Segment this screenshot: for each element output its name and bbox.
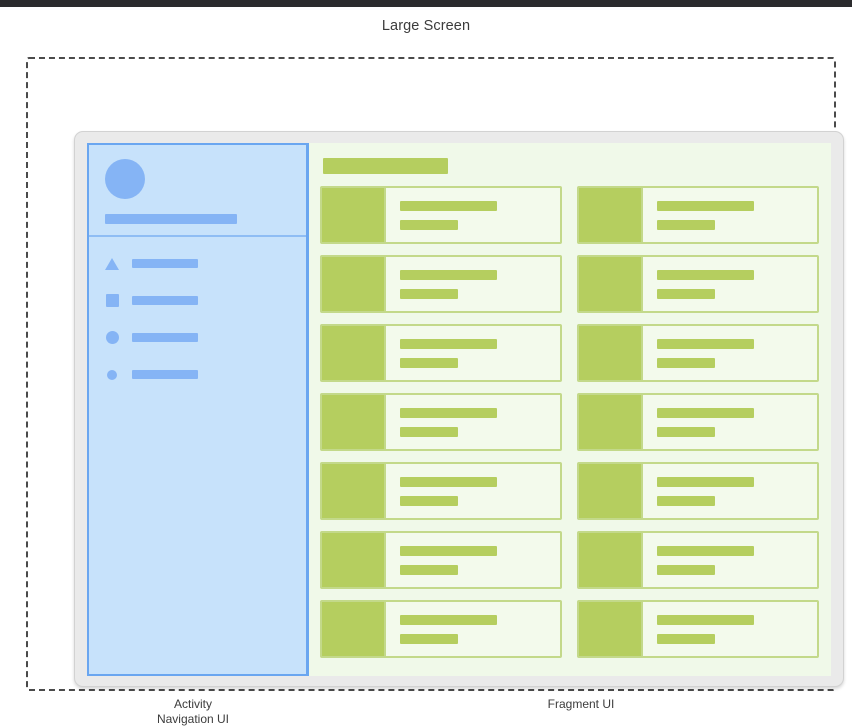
card-thumbnail	[579, 326, 641, 380]
card-subtitle-placeholder-bar	[400, 427, 458, 437]
card-title-placeholder-bar	[657, 201, 754, 211]
caption-activity-navigation-ui: Activity Navigation UI	[74, 697, 312, 727]
nav-item-label-bar	[132, 370, 198, 379]
card-subtitle-placeholder-bar	[657, 634, 715, 644]
sidebar-item-4[interactable]	[89, 363, 306, 386]
triangle-icon	[105, 257, 119, 271]
circle-icon	[105, 331, 119, 345]
card-title-placeholder-bar	[657, 270, 754, 280]
card-grid	[320, 186, 819, 658]
device-screen	[87, 143, 831, 676]
activity-navigation-panel	[87, 143, 309, 676]
caption-fragment-ui: Fragment UI	[547, 697, 615, 711]
sidebar-item-2[interactable]	[89, 289, 306, 312]
card-subtitle-placeholder-bar	[657, 565, 715, 575]
nav-header	[89, 145, 306, 237]
card-thumbnail	[322, 188, 384, 242]
card-body	[641, 464, 817, 518]
card-subtitle-placeholder-bar	[657, 358, 715, 368]
card-title-placeholder-bar	[400, 615, 497, 625]
card-title-placeholder-bar	[657, 615, 754, 625]
content-card[interactable]	[577, 186, 819, 244]
fragment-content-panel	[309, 143, 831, 676]
content-header-placeholder-bar	[323, 158, 448, 174]
nav-item-label-bar	[132, 259, 198, 268]
content-card[interactable]	[577, 393, 819, 451]
card-body	[641, 395, 817, 449]
card-body	[641, 257, 817, 311]
card-subtitle-placeholder-bar	[400, 358, 458, 368]
card-subtitle-placeholder-bar	[657, 496, 715, 506]
content-card[interactable]	[320, 462, 562, 520]
card-title-placeholder-bar	[400, 270, 497, 280]
card-body	[384, 326, 560, 380]
card-body	[641, 602, 817, 656]
card-thumbnail	[322, 464, 384, 518]
card-subtitle-placeholder-bar	[657, 289, 715, 299]
sidebar-item-1[interactable]	[89, 252, 306, 275]
content-card[interactable]	[320, 531, 562, 589]
card-subtitle-placeholder-bar	[400, 565, 458, 575]
card-thumbnail	[579, 395, 641, 449]
nav-title-placeholder-bar	[105, 214, 237, 224]
content-card[interactable]	[320, 324, 562, 382]
content-card[interactable]	[577, 462, 819, 520]
card-subtitle-placeholder-bar	[400, 634, 458, 644]
content-card[interactable]	[320, 600, 562, 658]
sidebar-item-3[interactable]	[89, 326, 306, 349]
card-body	[641, 326, 817, 380]
nav-item-label-bar	[132, 296, 198, 305]
card-thumbnail	[322, 533, 384, 587]
content-card[interactable]	[577, 324, 819, 382]
nav-item-list	[89, 237, 306, 400]
card-thumbnail	[579, 464, 641, 518]
content-card[interactable]	[577, 531, 819, 589]
card-body	[384, 464, 560, 518]
card-thumbnail	[322, 257, 384, 311]
card-title-placeholder-bar	[400, 339, 497, 349]
card-title-placeholder-bar	[657, 546, 754, 556]
card-subtitle-placeholder-bar	[400, 289, 458, 299]
card-body	[384, 257, 560, 311]
card-thumbnail	[579, 257, 641, 311]
device-frame	[74, 131, 844, 687]
diagram-title: Large Screen	[381, 18, 471, 34]
card-thumbnail	[579, 533, 641, 587]
card-body	[384, 533, 560, 587]
card-title-placeholder-bar	[657, 477, 754, 487]
card-subtitle-placeholder-bar	[400, 220, 458, 230]
card-thumbnail	[322, 395, 384, 449]
card-subtitle-placeholder-bar	[400, 496, 458, 506]
square-icon	[105, 294, 119, 308]
caption-activity-line2: Navigation UI	[156, 712, 230, 726]
circle-small-icon	[105, 368, 119, 382]
card-subtitle-placeholder-bar	[657, 220, 715, 230]
avatar-circle-icon	[105, 159, 145, 199]
content-card[interactable]	[320, 186, 562, 244]
content-card[interactable]	[577, 600, 819, 658]
card-thumbnail	[322, 602, 384, 656]
card-title-placeholder-bar	[400, 408, 497, 418]
card-subtitle-placeholder-bar	[657, 427, 715, 437]
content-card[interactable]	[577, 255, 819, 313]
card-title-placeholder-bar	[657, 408, 754, 418]
card-body	[384, 188, 560, 242]
card-title-placeholder-bar	[400, 201, 497, 211]
card-body	[384, 395, 560, 449]
card-title-placeholder-bar	[400, 477, 497, 487]
nav-item-label-bar	[132, 333, 198, 342]
card-title-placeholder-bar	[400, 546, 497, 556]
screen-boundary: Activity Navigation UI Fragment UI	[26, 57, 844, 726]
card-title-placeholder-bar	[657, 339, 754, 349]
card-thumbnail	[579, 602, 641, 656]
content-card[interactable]	[320, 255, 562, 313]
window-top-bar	[0, 0, 852, 7]
card-body	[384, 602, 560, 656]
card-thumbnail	[322, 326, 384, 380]
card-body	[641, 533, 817, 587]
content-card[interactable]	[320, 393, 562, 451]
caption-activity-line1: Activity	[173, 697, 212, 711]
card-thumbnail	[579, 188, 641, 242]
card-body	[641, 188, 817, 242]
